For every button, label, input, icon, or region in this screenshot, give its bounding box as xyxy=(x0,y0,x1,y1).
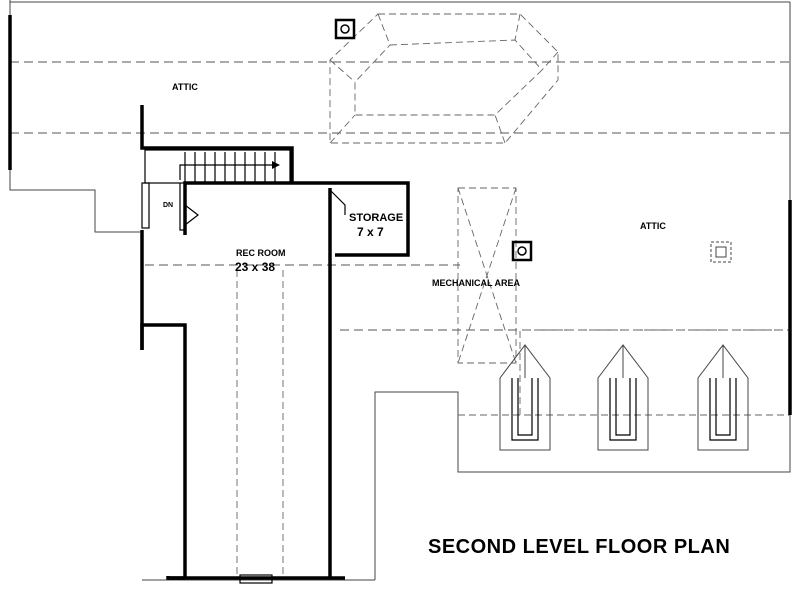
stair-down-label: DN xyxy=(163,202,173,209)
dormer-2 xyxy=(597,344,649,451)
rec-room-size: 23 x 38 xyxy=(235,260,275,274)
stair-treads xyxy=(184,152,276,183)
roof-hidden-lines xyxy=(10,13,790,578)
attic-left-label: ATTIC xyxy=(172,82,198,92)
vent-icon xyxy=(511,240,533,262)
skylight-icon xyxy=(710,241,732,263)
roof-outline xyxy=(9,0,791,581)
storage-size: 7 x 7 xyxy=(357,225,384,239)
dormer-1 xyxy=(499,344,551,451)
storage-door xyxy=(329,189,346,215)
exterior-walls xyxy=(8,15,792,580)
plan-title: SECOND LEVEL FLOOR PLAN xyxy=(428,536,730,558)
rec-room-label: REC ROOM xyxy=(236,248,286,258)
dormer-3 xyxy=(697,344,749,451)
stair xyxy=(141,149,291,231)
attic-right-label: ATTIC xyxy=(640,221,666,231)
storage-label: STORAGE xyxy=(349,212,403,224)
vent-icon xyxy=(334,18,356,40)
rec-room-opening xyxy=(239,574,273,584)
mechanical-area-label: MECHANICAL AREA xyxy=(432,278,521,288)
